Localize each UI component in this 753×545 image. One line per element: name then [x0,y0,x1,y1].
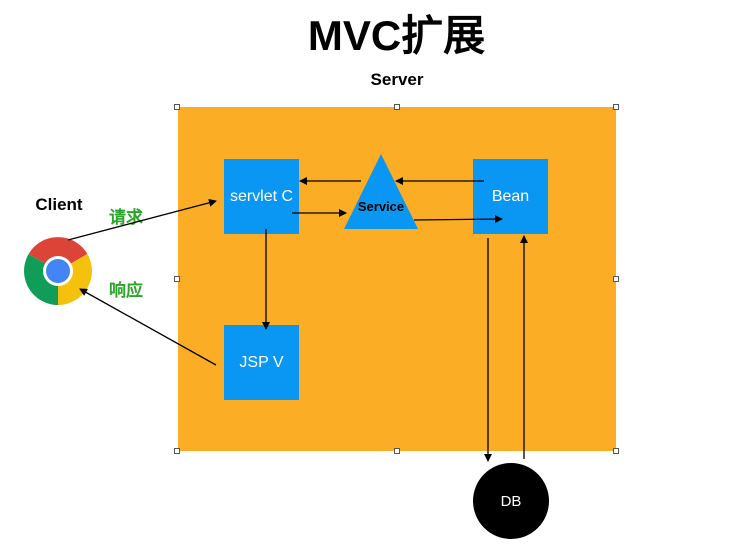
client-label: Client [35,195,83,214]
resize-handle-top-right[interactable] [613,104,619,110]
view-label: JSP V [239,353,284,371]
service-node[interactable] [343,153,419,230]
server-label: Server [370,70,424,89]
resize-handle-bottom-right[interactable] [613,448,619,454]
controller-label: servlet C [229,187,294,205]
bean-label: Bean [491,187,530,205]
resize-handle-bottom-left[interactable] [174,448,180,454]
resize-handle-right[interactable] [613,276,619,282]
view-node[interactable]: JSP V [224,325,299,400]
resize-handle-top[interactable] [394,104,400,110]
resize-handle-bottom[interactable] [394,448,400,454]
db-node[interactable]: DB [473,463,549,539]
diagram-title: MVC扩展 [307,12,486,59]
db-label: DB [500,492,522,510]
response-label: 响应 [109,281,143,300]
bean-node[interactable]: Bean [473,159,548,234]
controller-node[interactable]: servlet C [224,159,299,234]
chrome-browser-icon[interactable] [23,236,93,306]
request-label: 请求 [109,208,143,227]
resize-handle-top-left[interactable] [174,104,180,110]
service-label: Service [357,199,405,214]
resize-handle-left[interactable] [174,276,180,282]
